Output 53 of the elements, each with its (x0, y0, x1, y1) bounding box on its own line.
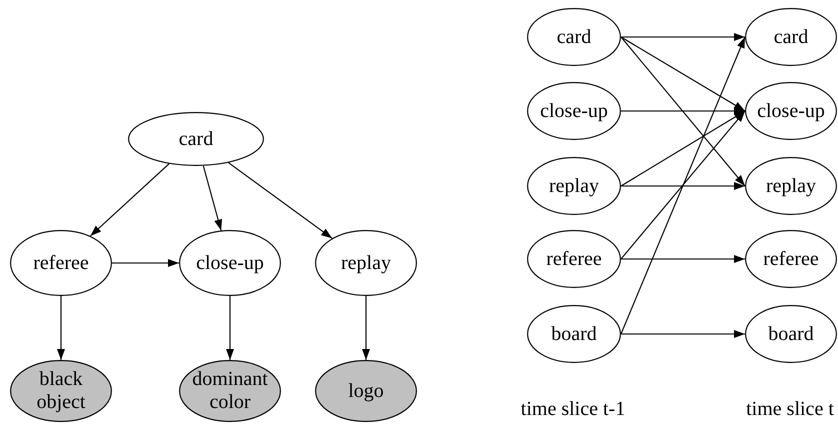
node-label: close-up (540, 100, 608, 122)
arrow (226, 296, 234, 360)
node-label: referee (763, 248, 819, 270)
node-label: card (178, 128, 214, 150)
ellipse-node (745, 305, 837, 363)
node-label: close-up (757, 100, 825, 122)
arrow (620, 110, 746, 186)
ellipse-node (10, 230, 112, 296)
ellipse-node (527, 305, 621, 363)
slice-caption: time slice t-1 (520, 398, 626, 421)
arrow (57, 296, 65, 360)
node-label: board (551, 322, 597, 346)
arrow (621, 33, 745, 41)
ellipse-node (745, 230, 837, 288)
ellipse-node (10, 360, 112, 422)
arrow (362, 296, 370, 360)
node-label: logo (348, 380, 384, 402)
ellipse-node (527, 8, 621, 66)
ellipse-node (527, 230, 621, 288)
arrow (621, 107, 745, 115)
node-label: referee (33, 252, 89, 274)
node-label: referee (546, 248, 602, 270)
ellipse-node (745, 8, 837, 66)
node-label: black object (36, 368, 86, 414)
arrow (228, 162, 332, 239)
node-label: dominant color (191, 368, 269, 414)
ellipse-node (179, 230, 281, 296)
ellipse-node (315, 360, 417, 422)
ellipse-node (527, 82, 621, 140)
ellipse-node (128, 112, 264, 166)
ellipse-node (179, 360, 281, 422)
node-label: replay (766, 174, 816, 198)
node-label: replay (341, 252, 391, 274)
node-label: close-up (196, 252, 264, 274)
node-label: replay (549, 174, 599, 198)
slice-caption: time slice t (746, 398, 834, 421)
arrow (620, 110, 746, 260)
node-label: card (774, 26, 808, 48)
node-label: card (556, 26, 592, 48)
ellipse-node (315, 230, 417, 296)
ellipse-node (527, 157, 621, 215)
ellipse-node (745, 157, 837, 215)
arrow (621, 182, 745, 190)
arrow (621, 255, 745, 263)
arrow (90, 163, 170, 236)
arrow (620, 36, 746, 112)
arrow (621, 330, 745, 338)
node-label: board (768, 322, 814, 346)
ellipse-node (745, 82, 837, 140)
arrow (202, 166, 222, 231)
arrow (112, 259, 179, 267)
arrow (620, 36, 746, 186)
arrow (620, 36, 746, 334)
